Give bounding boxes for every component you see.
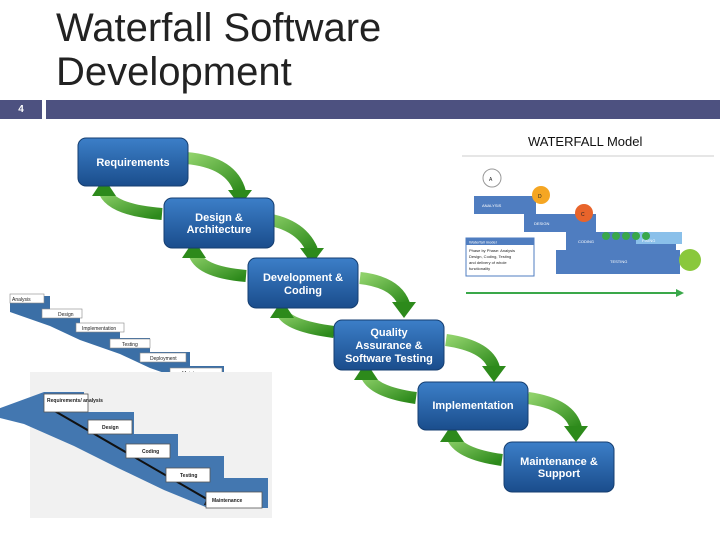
inset-right-timeline-arrowhead [676,289,684,297]
arrow-down-1 [185,152,246,194]
inset-left-bottom-step-testing [165,467,211,483]
inset-right-badge-d-label: D [538,194,542,200]
inset-right-green-dots [602,232,650,240]
arrow-down-4-head [482,366,506,382]
stage-label-implementation: Implementation [432,400,514,412]
stage-label-design-line1: Design & [195,212,243,224]
stage-label-requirements: Requirements [96,157,169,169]
flow-arrows [92,152,588,466]
stage-maintenance: Maintenance & Support [503,441,615,493]
inset-left-bottom-step-label-testing: Testing [180,473,197,479]
inset-right-info-line2: Design, Coding, Testing [469,254,511,259]
stage-box-development [247,257,359,309]
inset-waterfall-model: WATERFALL Model ANALYSIS DESIGN CODING T… [460,128,716,308]
stage-box-design [163,197,275,249]
stage-qa: Quality Assurance & Software Testing [333,319,445,371]
inset-left-top-step-label-analysis: Analysis [12,297,31,303]
stage-design: Design & Architecture [163,197,275,249]
arrow-down-4 [445,334,500,371]
arrow-down-5 [527,392,582,430]
inset-left-top-step-analysis [9,293,45,304]
inset-left-top-step-testing [109,338,151,349]
inset-right-badge-d [532,186,550,204]
slide-number: 4 [18,104,24,115]
slide-title: Waterfall Software Development [56,6,496,94]
inset-left-bottom-step-label-requirements: Requirements/ analysis [47,398,103,404]
arrow-down-3-head [392,302,416,318]
stage-box-maintenance [503,441,615,493]
slide-number-bar [0,100,42,119]
inset-left-top-step-design [41,308,83,319]
slide-title-line1: Waterfall Software [56,6,382,50]
inset-right-info-header [466,238,534,245]
stage-label-development-line2: Coding [284,285,322,297]
stage-label-qa-line1: Quality [370,327,408,339]
inset-right-step-label-analysis: ANALYSIS [482,203,502,208]
arrow-up-5-head [440,424,464,442]
inset-right-step-analysis [474,196,536,214]
inset-right-badge-c-label: C [581,212,585,218]
arrow-up-4-head [354,362,378,380]
inset-left-bottom-step-requirements [43,393,89,413]
inset-right-info-line4: functionality [469,266,490,271]
inset-left-bottom-step-label-coding: Coding [142,449,159,455]
stage-label-design-line2: Architecture [187,224,252,236]
inset-left-top-step-label-deployment: Deployment [150,356,177,362]
stage-label-qa-line2: Assurance & [355,340,422,352]
arrow-down-3 [359,272,410,307]
inset-right-step-testing [556,250,680,274]
inset-right-step-label-design: DESIGN [534,221,549,226]
arrow-up-3-head [270,300,294,318]
inset-right-info-title: Waterfall model [469,240,497,245]
inset-right-step-label-testing: TESTING [610,259,627,264]
stage-box-implementation [417,381,529,431]
arrow-down-2-head [300,248,324,264]
inset-left-diagonal: Requirements/ analysis Design Coding Tes… [0,372,272,518]
inset-right-info-line1: Phase by Phase: Analysis [469,248,515,253]
inset-left-top-step-label-design: Design [58,312,74,318]
inset-right-step-label-coding: CODING [578,239,594,244]
arrow-up-2-head [182,240,206,258]
inset-right-badge-c [575,204,593,222]
inset-right-title: WATERFALL Model [528,134,642,149]
inset-left-bottom-step-maintenance [205,491,263,509]
inset-left-bottom-step-coding [125,443,171,459]
smiley-icon [679,249,701,271]
stage-requirements: Requirements [77,137,189,187]
inset-left-top-step-label-testing: Testing [122,342,138,348]
inset-left-top-step-deployment [139,352,187,363]
stage-box-requirements [77,137,189,187]
stage-label-qa-line3: Software Testing [345,353,433,365]
inset-right-badge-a [482,168,502,188]
stage-label-maintenance-line2: Support [538,468,580,480]
stage-development: Development & Coding [247,257,359,309]
inset-left-bottom-step-design [87,419,133,435]
inset-left-staircase: Analysis Design Implementation Testing D… [8,292,226,384]
title-bar [46,100,720,119]
inset-left-bottom-step-label-maintenance: Maintenance [212,498,243,504]
stage-implementation: Implementation [417,381,529,431]
slide-title-line2: Development [56,50,292,94]
arrow-down-5-head [564,426,588,442]
inset-right-info-line3: and delivery of whole [469,260,507,265]
stage-label-maintenance-line1: Maintenance & [520,456,598,468]
inset-right-fixing-label: FIXING [642,238,655,243]
stage-label-development-line1: Development & [263,272,343,284]
inset-left-top-step-implementation [75,322,125,333]
stage-box-qa [333,319,445,371]
arrow-up-1-head [92,178,116,196]
inset-left-top-step-label-implementation: Implementation [82,326,116,332]
inset-left-bottom-step-label-design: Design [102,425,119,431]
inset-right-badge-a-label: A [489,177,493,183]
